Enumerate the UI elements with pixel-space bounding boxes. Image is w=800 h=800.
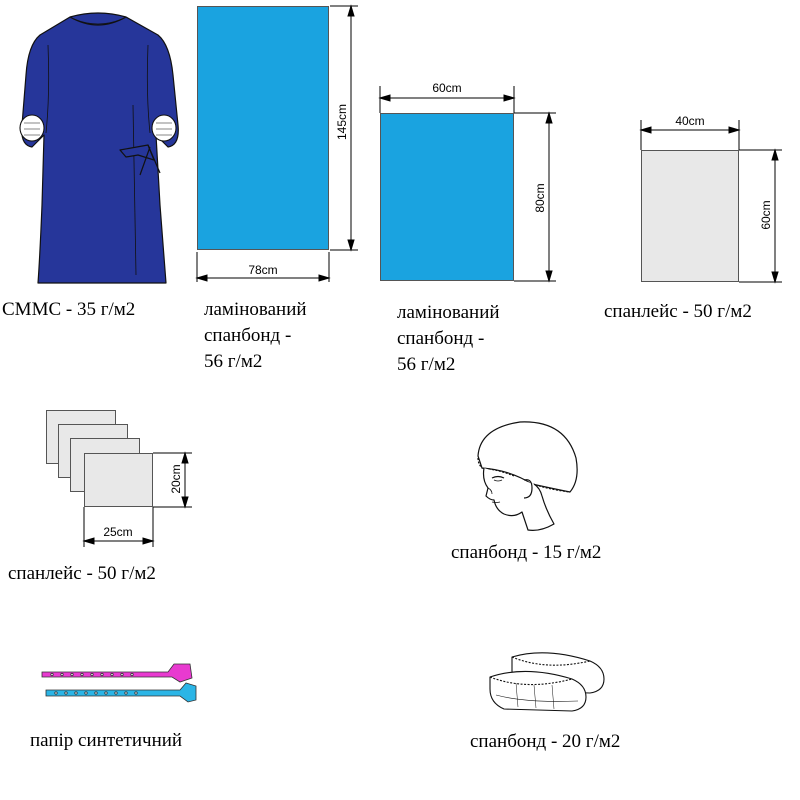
shoe-covers-caption: спанбонд - 20 г/м2 bbox=[470, 731, 621, 752]
napkins-height-label: 20cm bbox=[169, 464, 183, 494]
cap-illustration bbox=[470, 418, 582, 536]
gown-caption: СММС - 35 г/м2 bbox=[2, 299, 136, 320]
bouffant-cap-icon bbox=[477, 421, 578, 531]
sheet-medium-caption-line-3: 56 г/м2 bbox=[397, 354, 456, 375]
shoe-cover-icon bbox=[489, 652, 605, 712]
sheet-medium-rect bbox=[380, 113, 514, 281]
wristband-caption: папір синтетичний bbox=[30, 730, 183, 751]
sheet-large-caption-line-3: 56 г/м2 bbox=[204, 351, 263, 372]
shoe-covers-illustration bbox=[486, 645, 610, 715]
sheet-large-rect bbox=[197, 6, 329, 250]
sheet-large-caption-line-2: спанбонд - bbox=[204, 325, 292, 346]
wristband-illustration bbox=[40, 660, 200, 710]
sheet-medium-caption-line-2: спанбонд - bbox=[397, 328, 485, 349]
sheet-large-height-label: 145cm bbox=[335, 103, 349, 141]
sheet-medium-width-label: 60cm bbox=[432, 81, 462, 95]
gown-illustration bbox=[8, 5, 188, 290]
sheet-medium-height-label: 80cm bbox=[533, 183, 547, 213]
spunlace-wipe-width-label: 40cm bbox=[675, 114, 705, 128]
spunlace-wipe-caption: спанлейс - 50 г/м2 bbox=[604, 301, 752, 322]
sheet-medium-caption-line-1: ламінований bbox=[397, 302, 500, 323]
sheet-large-caption-line-1: ламінований bbox=[204, 299, 307, 320]
gown-icon bbox=[19, 12, 179, 284]
napkins-caption: спанлейс - 50 г/м2 bbox=[8, 563, 156, 584]
spunlace-wipe-rect bbox=[641, 150, 739, 282]
sheet-large-width-label: 78cm bbox=[248, 263, 278, 277]
wristband-icon bbox=[41, 663, 197, 703]
spunlace-wipe-height-label: 60cm bbox=[759, 200, 773, 230]
cap-caption: спанбонд - 15 г/м2 bbox=[451, 542, 602, 563]
napkins-width-label: 25cm bbox=[103, 525, 133, 539]
napkin-sheet-4 bbox=[84, 453, 153, 507]
